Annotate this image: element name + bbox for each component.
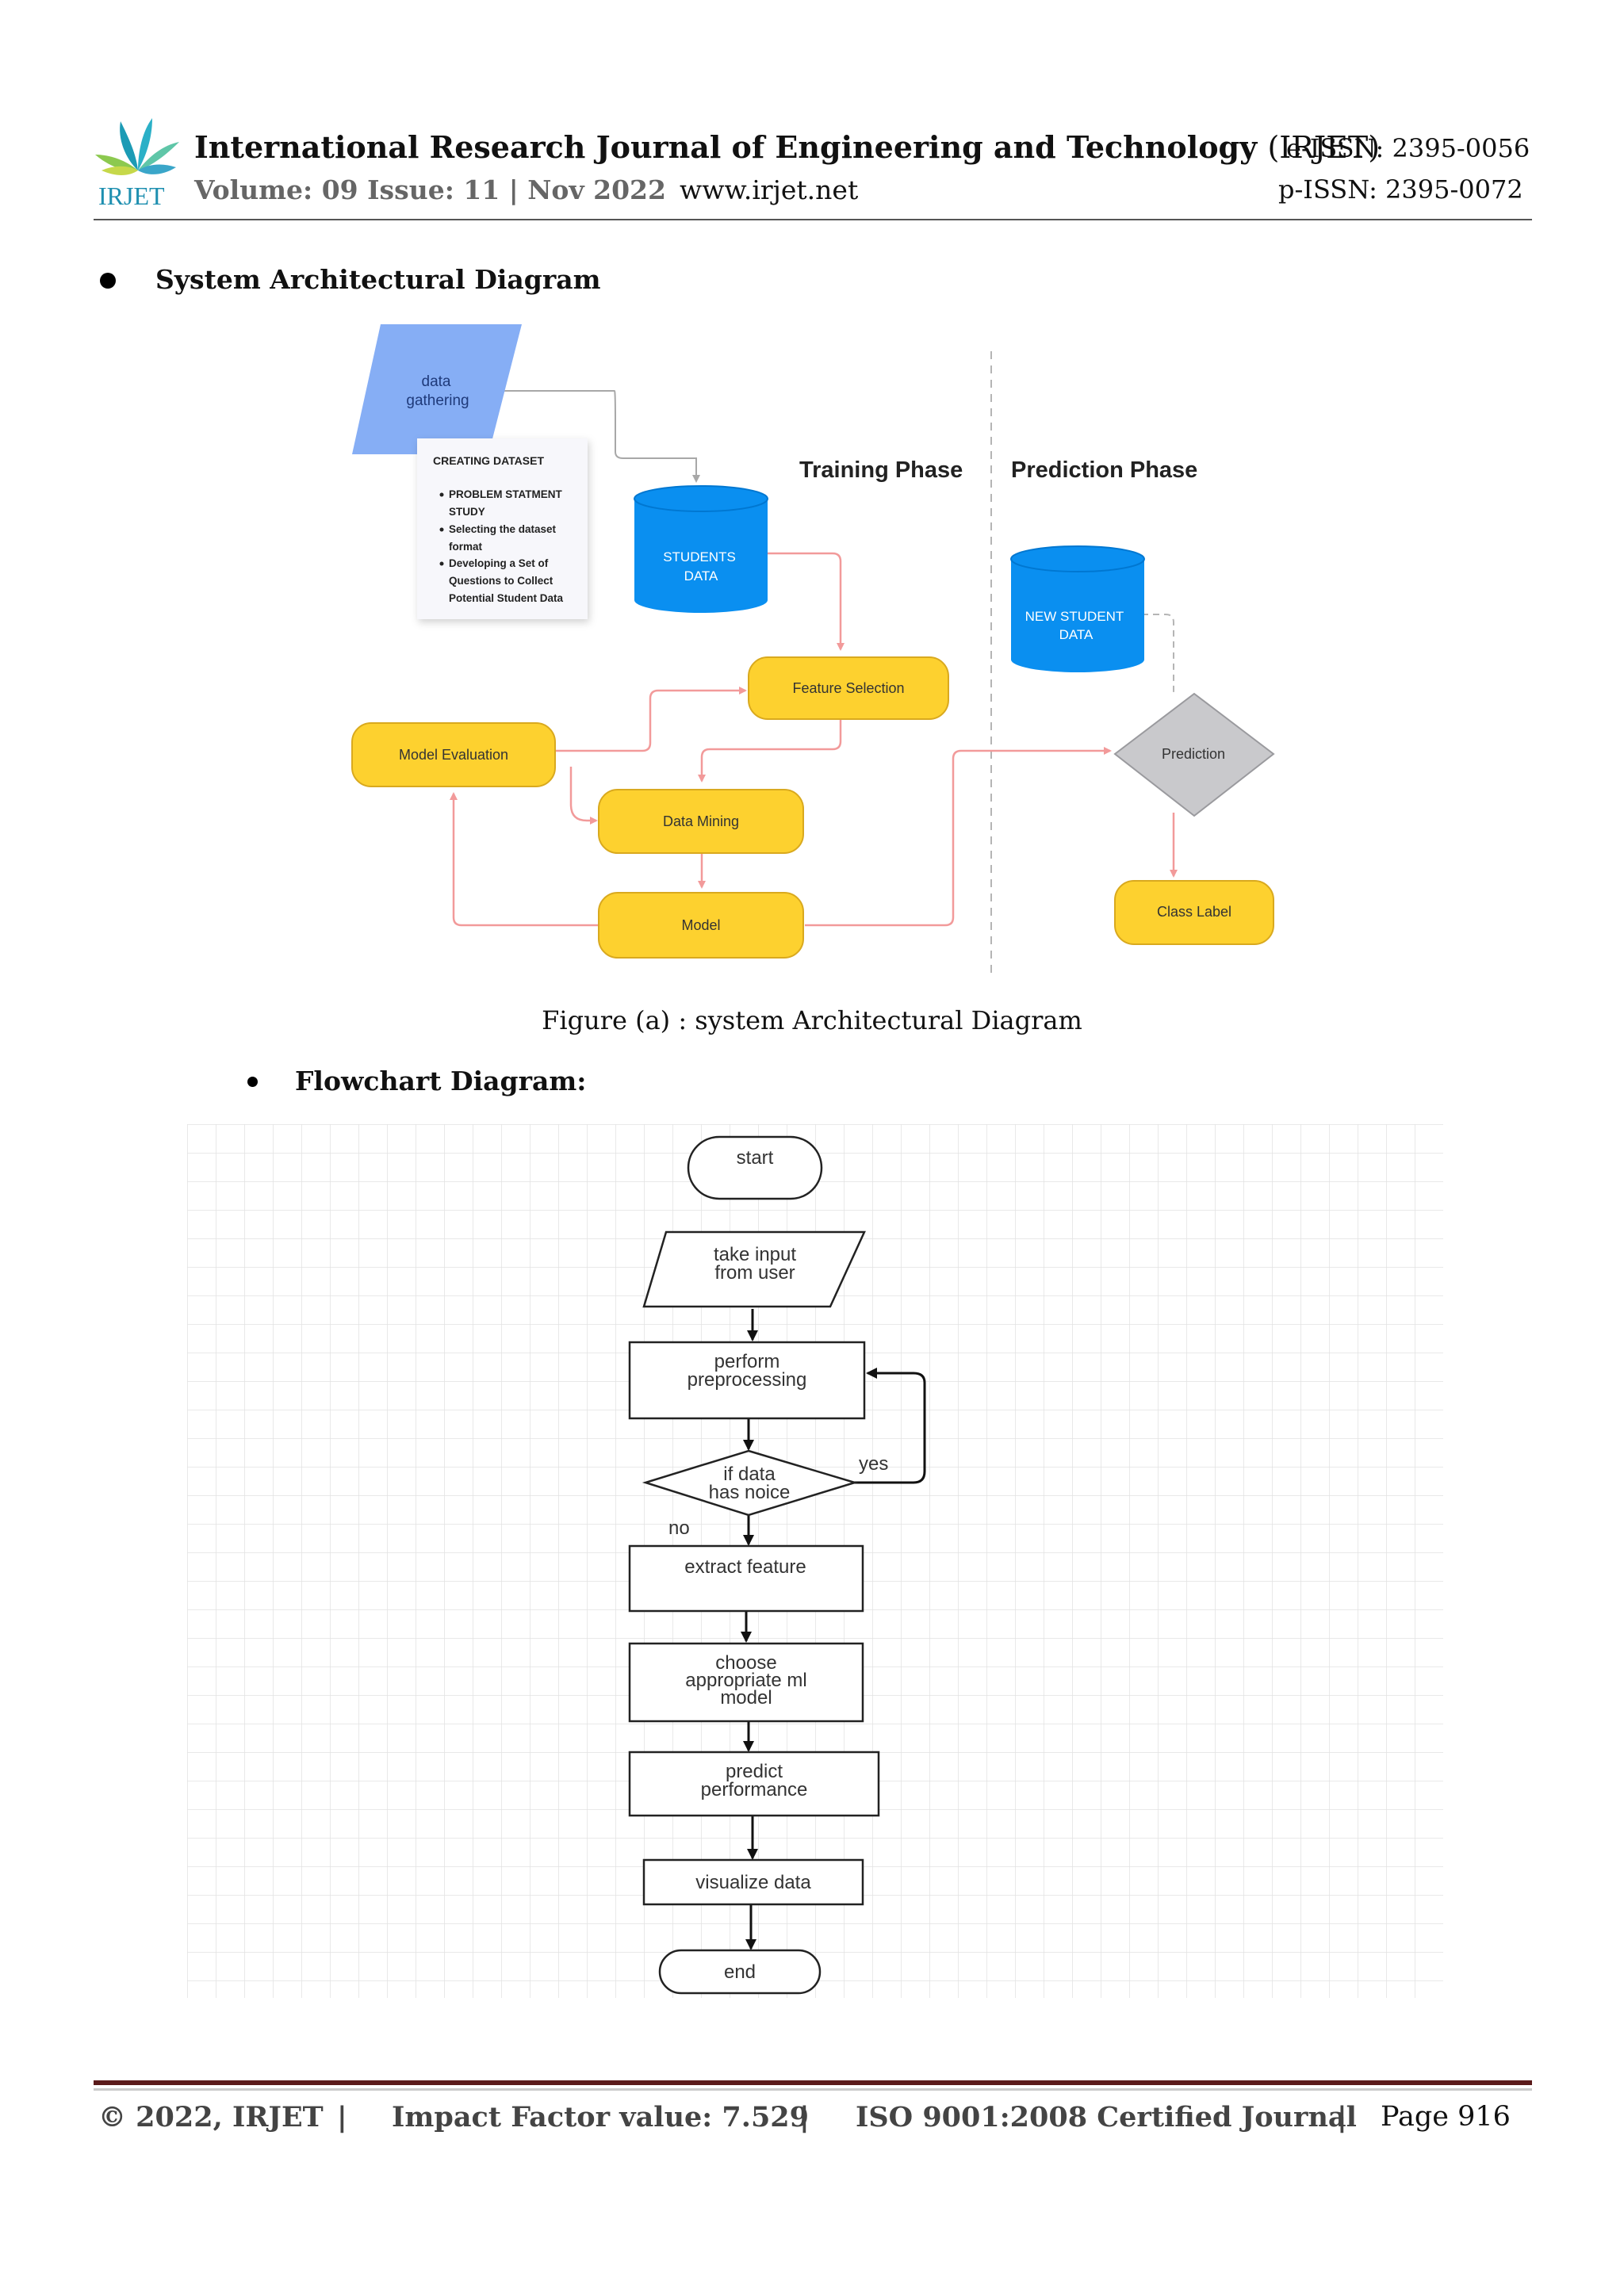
arrow-newdata-to-prediction [1142,614,1174,692]
creating-dataset-title: CREATING DATASET [433,454,544,467]
footer-copyright: © 2022, IRJET [98,2101,324,2133]
decision-line2: has noice [709,1482,791,1503]
choose-line2: appropriate ml [685,1670,806,1691]
dataset-item-1-line1: PROBLEM STATMENT [449,488,562,500]
choose-line1: choose [715,1652,776,1674]
arrow-feature-to-mining [698,719,842,783]
input-line2: from user [714,1262,795,1284]
system-architecture-diagram: data gathering CREATING DATASET PROBLEM … [351,324,1275,979]
preprocess-line2: preprocessing [688,1369,807,1391]
prediction-node: Prediction [1113,692,1275,817]
class-label-text: Class Label [1157,904,1231,920]
students-data-db: STUDENTS DATA [634,485,768,613]
footer-page-number: Page 916 [1381,2101,1511,2133]
journal-website[interactable]: www.irjet.net [680,174,859,205]
dataset-item-3-line2: Questions to Collect [449,575,553,587]
journal-title: International Research Journal of Engine… [194,129,1380,165]
visualize-data-node: visualize data [642,1858,864,1906]
figure-caption: Figure (a) : system Architectural Diagra… [542,1005,1082,1035]
eissn: e-ISSN: 2395-0056 [1286,133,1530,163]
arrow-evaluation-to-mining [569,767,598,825]
no-label: no [668,1517,690,1539]
start-label: start [737,1147,774,1169]
journal-abbr: (IRJET) [1267,130,1381,165]
arrow-model-to-evaluation [450,792,599,927]
preprocessing-node: perform preprocessing [628,1341,866,1420]
arrow-gathering-to-students [504,390,700,483]
journal-name: International Research Journal of Engine… [194,129,1258,165]
dataset-item-3-line3: Potential Student Data [449,592,564,604]
extract-feature-node: extract feature [628,1544,864,1613]
footer-iso: ISO 9001:2008 Certified Journal [856,2101,1357,2133]
feature-selection-node: Feature Selection [748,656,949,720]
feature-selection-label: Feature Selection [792,680,904,696]
new-student-data-db: NEW STUDENT DATA [1010,545,1145,672]
arrow-students-to-feature [768,552,845,651]
yes-label: yes [859,1453,888,1475]
end-label: end [724,1961,756,1983]
flowchart-diagram: start take input from user perform prepr… [187,1124,1443,1998]
section-title-flowchart: Flowchart Diagram: [295,1066,587,1096]
predict-line1: predict [726,1761,783,1782]
data-mining-label: Data Mining [663,813,739,829]
yes-loop-arrow [852,1368,926,1484]
visualize-label: visualize data [695,1872,811,1893]
footer-rule [94,2080,1532,2085]
choose-line3: model [720,1687,772,1709]
data-gathering-node: data gathering [352,324,522,454]
start-node: start [687,1135,823,1200]
header-rule [94,219,1532,220]
prediction-label: Prediction [1162,746,1225,762]
dataset-item-2-line1: Selecting the dataset [449,523,557,535]
arrow-evaluation-to-feature [551,687,747,752]
volume-issue: Volume: 09 Issue: 11 | Nov 2022 [194,174,666,205]
choose-model-node: choose appropriate ml model [628,1642,864,1723]
input-line1: take input [714,1244,796,1265]
creating-dataset-card: CREATING DATASET PROBLEM STATMENT STUDY … [417,438,588,619]
dataset-item-2-line2: format [449,541,483,553]
section-title-architecture: System Architectural Diagram [155,264,601,295]
training-phase-label: Training Phase [799,457,963,483]
bullet-icon [100,273,116,289]
irjet-logo: IRJET [95,118,179,210]
data-mining-node: Data Mining [598,789,804,854]
preprocess-line1: perform [714,1351,780,1372]
footer-rule-secondary [94,2088,1532,2091]
model-evaluation-label: Model Evaluation [399,747,508,763]
end-node: end [658,1949,822,1995]
footer-separator: | [799,2101,810,2133]
decision-line1: if data [723,1464,776,1485]
footer-separator: | [337,2101,347,2133]
new-student-data-line1: NEW STUDENT [1025,609,1124,624]
extract-label: extract feature [684,1556,806,1578]
model-label: Model [681,917,720,933]
noise-decision-node: if data has noice [642,1449,859,1517]
dataset-item-1-line2: STUDY [449,506,485,518]
prediction-phase-label: Prediction Phase [1011,457,1197,483]
students-data-line2: DATA [684,568,718,584]
model-evaluation-node: Model Evaluation [351,722,556,787]
data-gathering-line1: data [422,373,451,390]
arrow-model-to-prediction [805,747,1112,927]
predict-performance-node: predict performance [628,1751,880,1817]
pissn: p-ISSN: 2395-0072 [1278,174,1523,205]
footer-impact-factor: Impact Factor value: 7.529 [392,2101,810,2133]
class-label-node: Class Label [1114,880,1274,945]
new-student-data-line2: DATA [1059,627,1094,642]
input-node: take input from user [642,1230,866,1308]
model-node: Model [598,892,804,959]
bullet-icon [247,1077,258,1087]
dataset-item-3-line1: Developing a Set of [449,557,549,569]
students-data-line1: STUDENTS [663,549,736,564]
data-gathering-line2: gathering [406,392,469,409]
footer-separator: | [1337,2101,1347,2133]
predict-line2: performance [701,1779,808,1800]
logo-text: IRJET [98,182,165,210]
